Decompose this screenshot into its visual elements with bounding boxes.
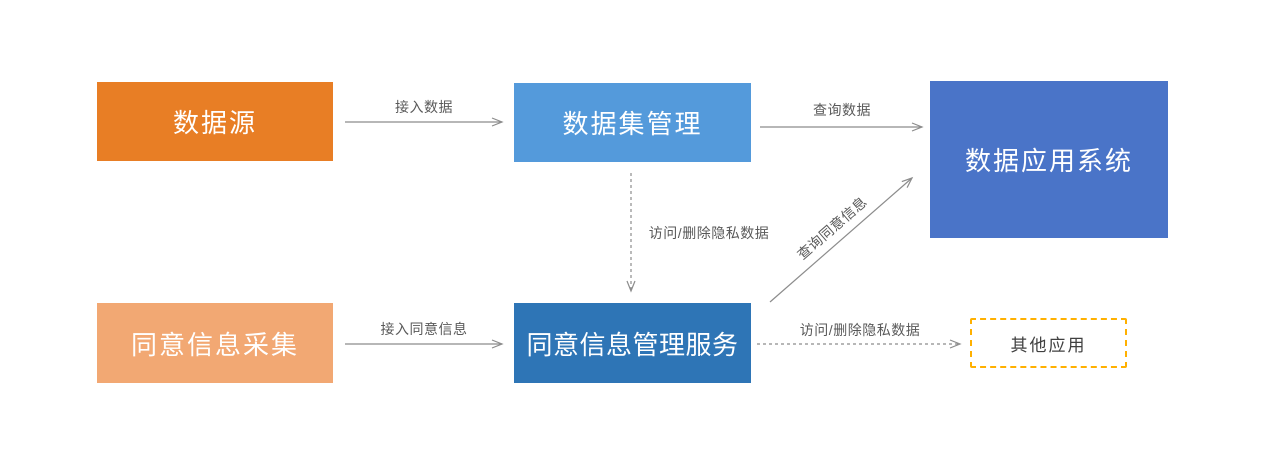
node-consent-collection-label: 同意信息采集 [130, 329, 299, 360]
node-consent-collection: 同意信息采集 [97, 303, 333, 383]
edge-label-access-consent-info: 接入同意信息 [380, 321, 468, 337]
edge-label-access-delete-private-data-right: 访问/删除隐私数据 [799, 322, 921, 338]
node-data-application-system-label: 数据应用系统 [964, 146, 1133, 176]
node-data-source-label: 数据源 [172, 108, 257, 138]
node-dataset-management-label: 数据集管理 [562, 109, 703, 139]
edge-label-query-data: 查询数据 [813, 102, 871, 118]
node-data-source: 数据源 [97, 82, 333, 161]
edge-label-access-delete-private-data-down: 访问/删除隐私数据 [648, 225, 770, 241]
edge-label-query-consent-info: 查询同意信息 [793, 193, 871, 263]
node-dataset-management: 数据集管理 [514, 83, 751, 162]
node-consent-management-service: 同意信息管理服务 [514, 303, 751, 383]
edge-query-consent-info [769, 176, 914, 303]
edge-label-access-data: 接入数据 [395, 99, 453, 115]
node-other-applications-label: 其他应用 [1010, 335, 1087, 355]
node-consent-management-service-label: 同意信息管理服务 [526, 329, 739, 360]
node-other-applications: 其他应用 [970, 318, 1127, 368]
node-data-application-system: 数据应用系统 [930, 81, 1168, 238]
